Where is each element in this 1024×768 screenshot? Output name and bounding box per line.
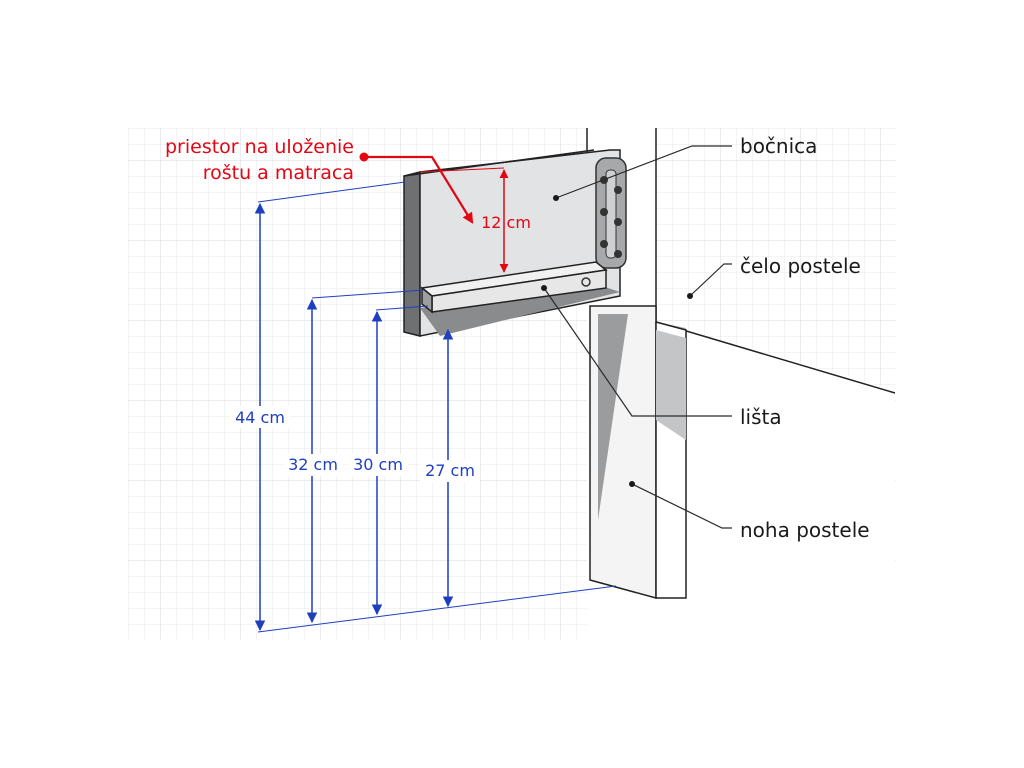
space-label-line-1: priestor na uloženie <box>165 136 354 158</box>
dim-batten-mid-bg <box>348 454 408 476</box>
dim-batten-mid-label: 30 cm <box>353 455 403 474</box>
bed-leg <box>589 305 687 599</box>
bed-leg-label: noha postele <box>740 518 870 542</box>
dim-batten-bottom-bg <box>420 460 480 482</box>
batten-label: lišta <box>740 405 782 429</box>
dim-total-bg <box>230 406 290 428</box>
dim-total-label: 44 cm <box>235 408 285 427</box>
dimension-baselines <box>257 181 617 633</box>
space-callout <box>359 152 474 224</box>
space-label-line-2: roštu a matraca <box>203 162 354 184</box>
space-dimension <box>419 167 509 273</box>
dim-batten-top-label: 32 cm <box>288 455 338 474</box>
side-rail-label: bočnica <box>740 134 817 158</box>
batten <box>420 261 608 314</box>
dim-batten-top-bg <box>284 454 344 476</box>
dim-batten-bottom-label: 27 cm <box>425 461 475 480</box>
dim-space-label: 12 cm <box>481 213 531 232</box>
leader-dots <box>541 195 693 487</box>
leader-lines <box>543 145 732 529</box>
headboard-label: čelo postele <box>740 254 861 278</box>
bracket <box>595 157 627 269</box>
